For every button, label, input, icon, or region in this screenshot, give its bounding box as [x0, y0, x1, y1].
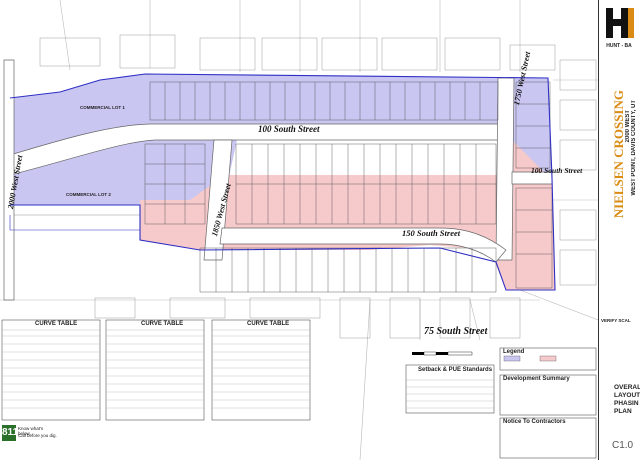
curve-table-1-title: CURVE TABLE [35, 321, 78, 327]
sheet-title-line-3: PHASIN [614, 400, 639, 407]
verify-scale-note: VERIFY SCAL [601, 318, 631, 323]
sheet-number: C1.0 [612, 440, 634, 451]
setback-table-title: Setback & PUE Standards [418, 367, 493, 373]
title-block [598, 0, 640, 460]
street-75-south: 75 South Street [424, 326, 488, 337]
curve-table-3-title: CURVE TABLE [247, 321, 290, 327]
call-811-line2: Call before you dig. [18, 433, 57, 438]
call-811-badge: 811 Know what's below. Call before you d… [2, 425, 57, 443]
curve-table-2-title: CURVE TABLE [141, 321, 184, 327]
call-811-number: 811 [2, 425, 18, 441]
sheet-title-line-4: PLAN [614, 408, 632, 415]
project-location: WEST POINT, DAVIS COUNTY, UT [631, 100, 637, 196]
sheet-title-line-2: LAYOUT [614, 392, 640, 399]
street-100-south: 100 South Street [258, 124, 320, 134]
development-summary-title: Development Summary [503, 376, 570, 382]
commercial-lot-2-label: COMMERCIAL LOT 2 [66, 192, 111, 197]
commercial-lot-1-label: COMMERCIAL LOT 1 [80, 105, 125, 110]
street-150-south: 150 South Street [402, 228, 461, 238]
firm-logo-icon [604, 6, 634, 40]
call-811-line1: Know what's below. [18, 426, 44, 436]
sheet-title-line-1: OVERAL [614, 384, 640, 391]
site-plan-drawing [0, 0, 598, 460]
sheet-title: OVERAL LAYOUT PHASIN PLAN [614, 384, 640, 416]
legend-title: Legend [503, 349, 525, 355]
street-100-south-east: 100 South Street [531, 166, 583, 175]
firm-name: HUNT - BA [606, 43, 632, 49]
notice-to-contractors-title: Notice To Contractors [503, 419, 566, 425]
